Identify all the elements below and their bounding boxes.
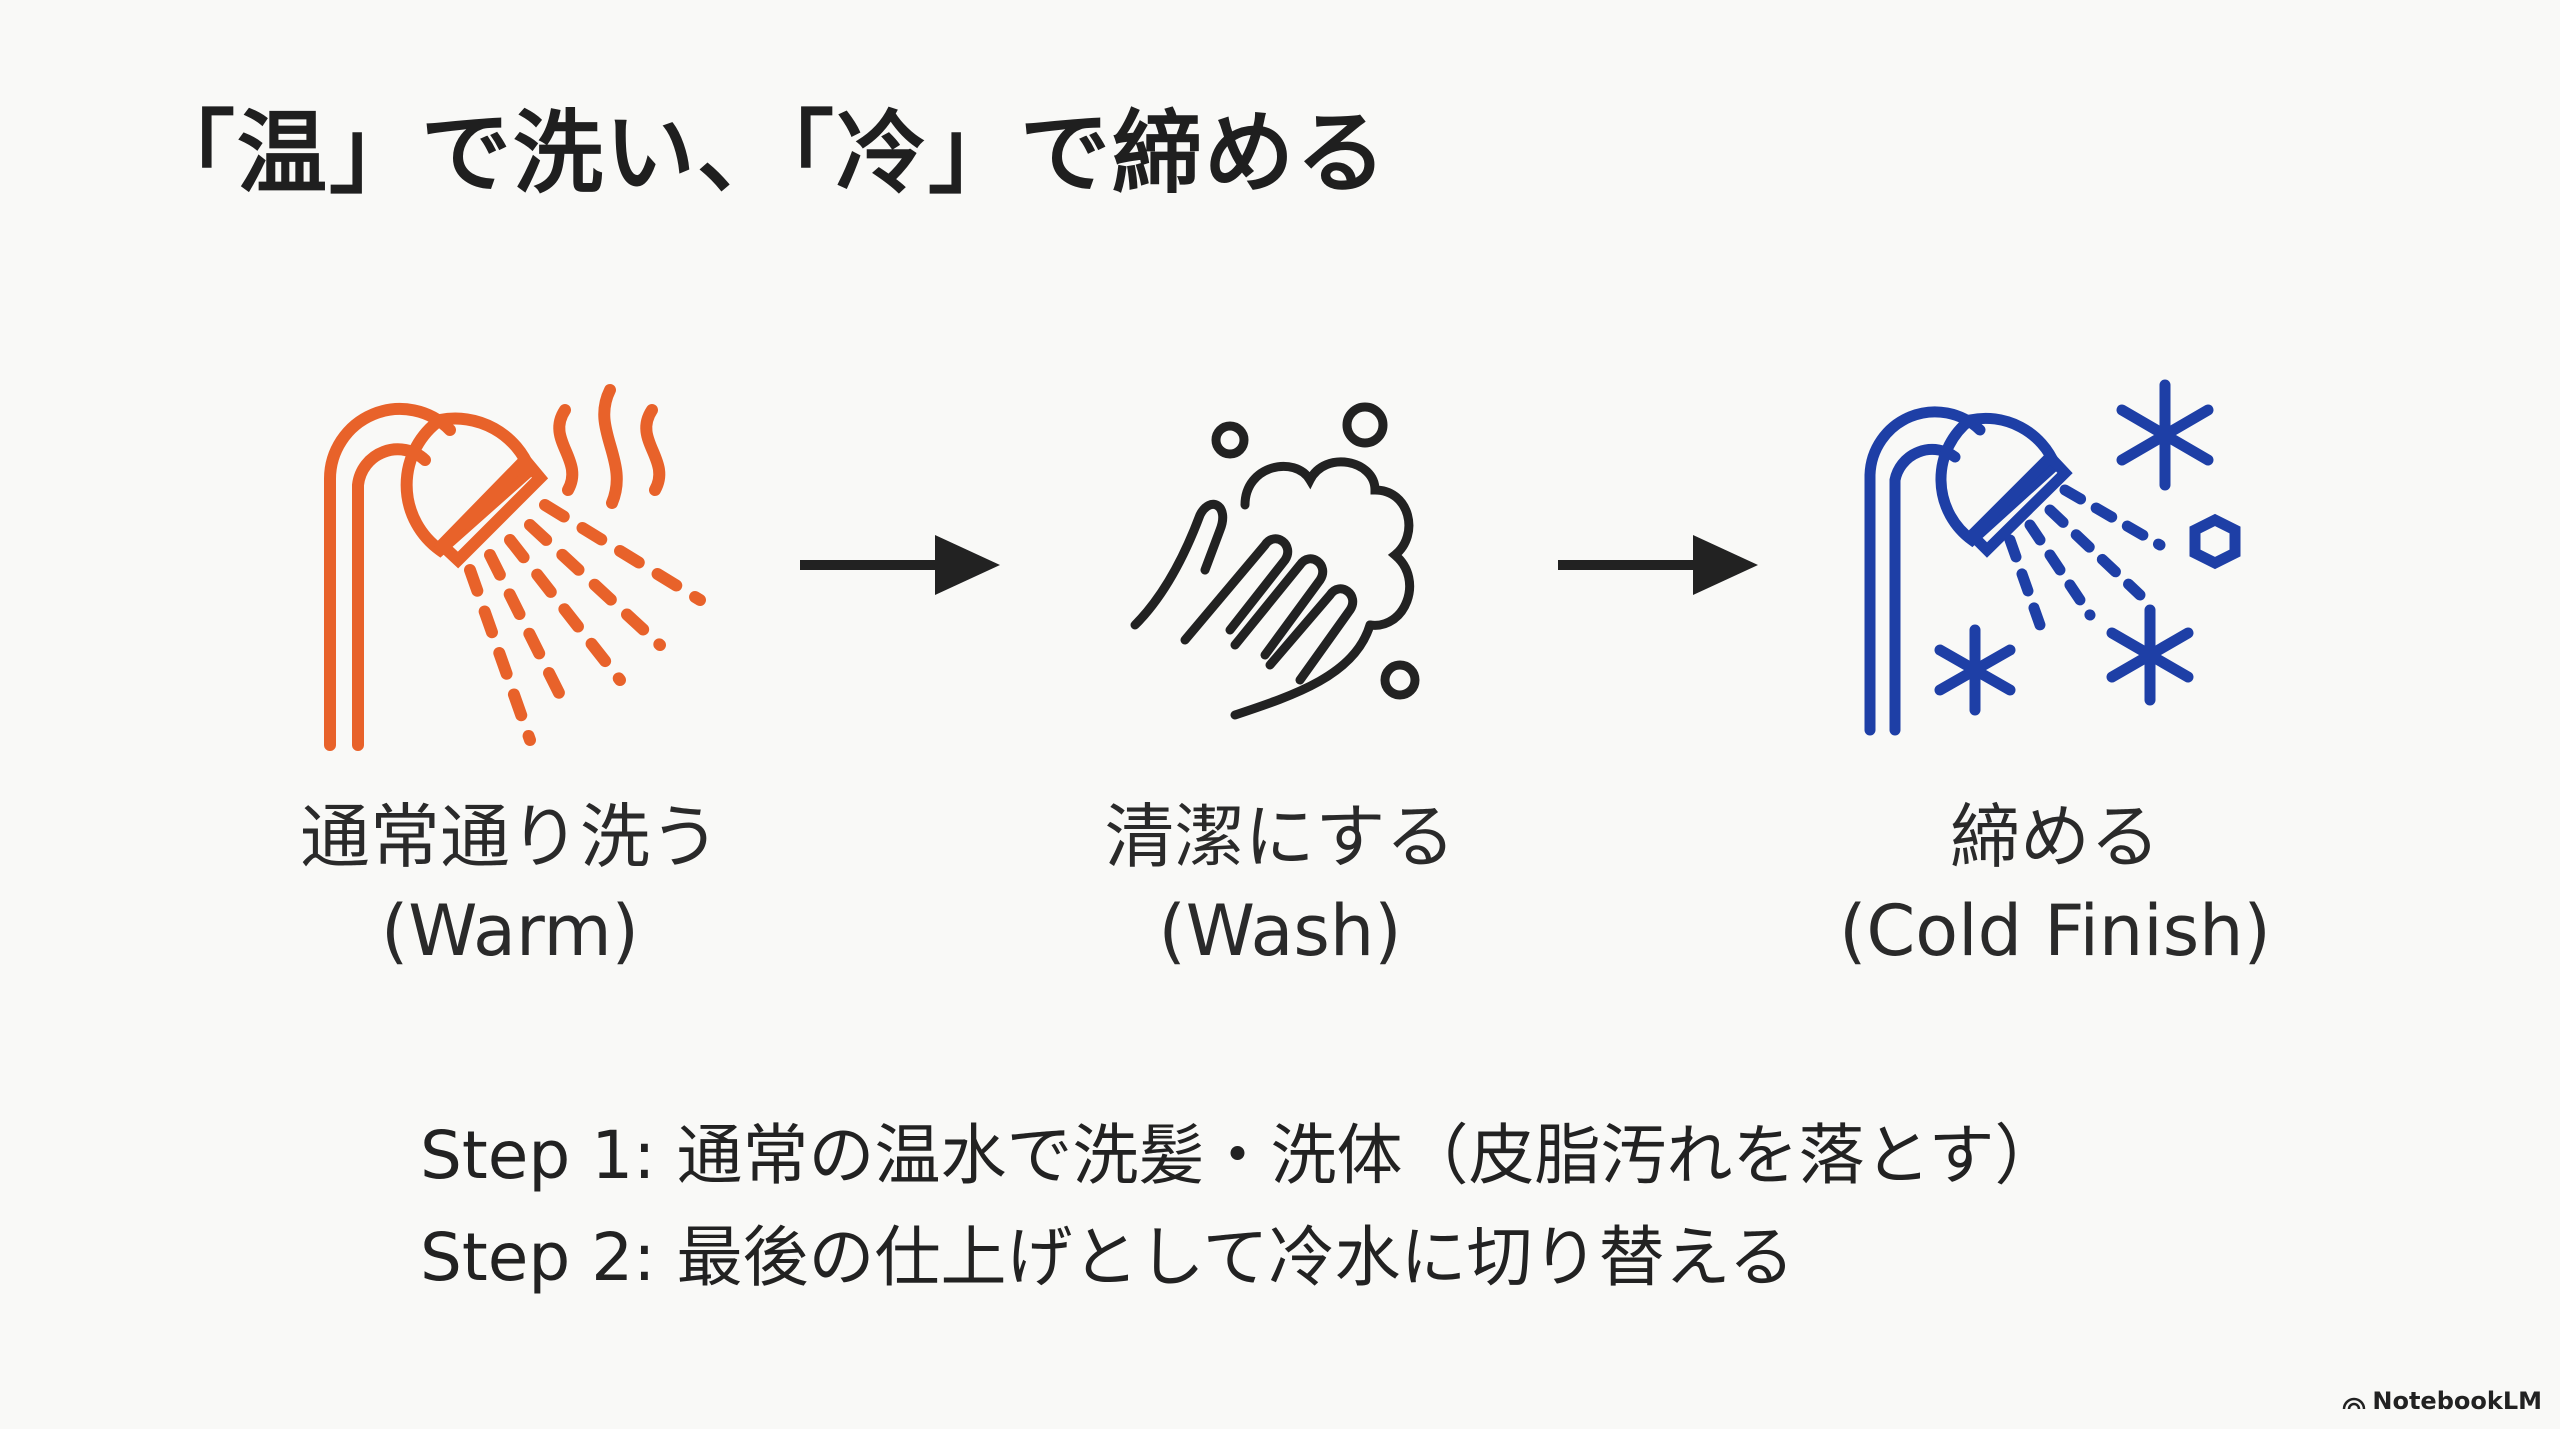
stage-label-en: (Cold Finish): [1839, 890, 2271, 972]
stage-label-jp: 通常通り洗う: [300, 796, 720, 878]
stage-label-jp: 清潔にする: [1104, 796, 1456, 878]
arrow-right-icon: [800, 535, 1000, 595]
hot-shower-icon: [323, 384, 706, 751]
cold-shower-icon: [1864, 379, 2241, 736]
page-title: 「温」で洗い、「冷」で締める: [145, 101, 1388, 206]
step-2: Step 2: 最後の仕上げとして冷水に切り替える: [420, 1219, 1795, 1296]
stage-label-cold: 締める (Cold Finish): [1705, 790, 2405, 978]
steps-list: Step 1: 通常の温水で洗髪・洗体（皮脂汚れを落とす） Step 2: 最後…: [420, 1105, 2060, 1309]
brand-watermark: NotebookLM: [2342, 1387, 2542, 1415]
stage-label-wash: 清潔にする (Wash): [930, 790, 1630, 978]
brand-name: NotebookLM: [2372, 1387, 2542, 1415]
stage-label-warm: 通常通り洗う (Warm): [160, 790, 860, 978]
washing-hands-icon: [1130, 402, 1420, 720]
stage-label-jp: 締める: [1950, 796, 2160, 878]
snowflake-icon: [2116, 379, 2214, 491]
stage-label-en: (Warm): [381, 890, 639, 972]
step-1: Step 1: 通常の温水で洗髪・洗体（皮脂汚れを落とす）: [420, 1117, 2061, 1194]
notebooklm-logo-icon: [2343, 1397, 2366, 1410]
arrow-right-icon: [1558, 535, 1758, 595]
stage-label-en: (Wash): [1158, 890, 1402, 972]
